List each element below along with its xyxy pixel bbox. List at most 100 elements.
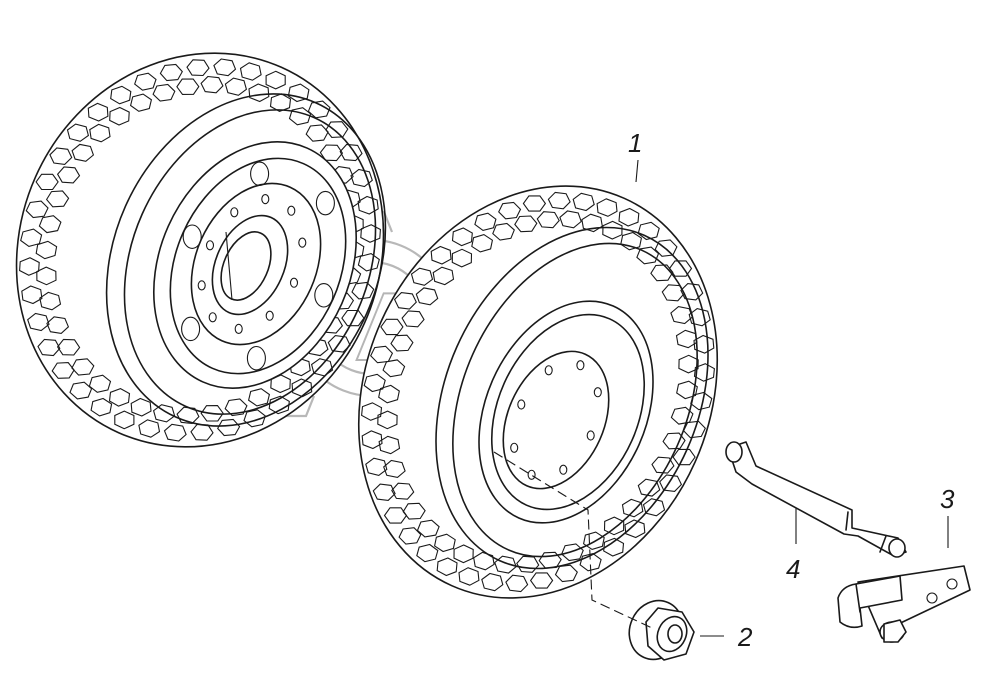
tread-block [38, 215, 62, 234]
tread-block [675, 329, 698, 349]
tread-block [383, 507, 408, 524]
tread-block [693, 363, 715, 382]
tread-block [66, 123, 90, 142]
tread-block [19, 257, 40, 276]
tread-block [357, 195, 379, 215]
tread-block [360, 224, 381, 243]
tread-block [114, 410, 135, 430]
leader-lines [493, 159, 949, 637]
tread-block [536, 211, 560, 229]
tread-block [186, 59, 210, 77]
tread-block [287, 83, 310, 103]
vent-hole [315, 190, 335, 216]
pin-part-4 [725, 441, 907, 558]
tread-block [453, 544, 474, 564]
vent-hole [181, 316, 201, 342]
tread-block [152, 83, 176, 102]
tread-block [433, 533, 456, 553]
tread-block [498, 201, 522, 220]
tread-block [436, 557, 458, 577]
tread-block [200, 405, 224, 422]
tread-block [129, 93, 153, 112]
tread-block [89, 123, 111, 143]
tread-block [391, 482, 415, 500]
tread-block [678, 354, 699, 374]
tread-block [670, 306, 693, 325]
tread-block [603, 516, 625, 536]
tread-block [108, 387, 131, 407]
tread-block [494, 555, 517, 574]
tread-block [688, 308, 711, 327]
tread-block [668, 260, 693, 277]
tread-block [265, 70, 286, 90]
tread-block [554, 564, 578, 583]
tread-block [430, 245, 452, 265]
rear-tire-tread [19, 58, 381, 442]
tread-block [492, 222, 515, 241]
tread-block [393, 292, 417, 310]
callout-1: 1 [628, 128, 642, 158]
tread-block [471, 233, 494, 253]
tread-block [239, 62, 262, 81]
tread-block [474, 212, 497, 231]
tread-block [363, 373, 386, 393]
stud-hole [261, 194, 270, 205]
front-rim [478, 300, 654, 524]
front-rim-stud-holes [510, 360, 602, 480]
tread-block [248, 83, 270, 103]
tread-block [224, 398, 248, 417]
tread-block [378, 384, 400, 404]
tread-block [637, 221, 660, 241]
tread-block [46, 316, 70, 334]
tread-block [398, 527, 422, 545]
leader-2 [493, 451, 653, 629]
tread-block [642, 498, 666, 517]
tread-block [680, 283, 704, 301]
tread-block [87, 102, 109, 122]
rear-rim-vent-holes [181, 161, 335, 371]
tread-block [351, 281, 375, 300]
vent-hole [314, 283, 334, 308]
front-tire-tread [361, 191, 715, 593]
tread-block [90, 397, 113, 417]
tread-block [370, 345, 394, 364]
tread-block [458, 567, 480, 586]
tread-block [36, 266, 57, 286]
tread-block [176, 78, 200, 95]
tread-block [27, 312, 50, 332]
tread-block [416, 519, 440, 538]
tread-block [402, 502, 426, 520]
tread-block [71, 358, 95, 376]
stud-hole [287, 205, 296, 216]
tread-block [410, 267, 434, 286]
tread-block [624, 519, 646, 539]
tread-block [451, 227, 473, 247]
callout-numbers: 1 2 3 4 [628, 128, 955, 652]
tread-block [390, 334, 414, 352]
stud-hole [230, 207, 239, 218]
tread-block [650, 264, 674, 282]
tread-block [602, 220, 623, 240]
tread-block [350, 168, 373, 188]
tread-block [217, 418, 241, 437]
tread-block [380, 318, 404, 336]
rear-rim [152, 141, 358, 389]
stud-hole [510, 442, 519, 453]
stud-hole [205, 240, 215, 251]
tread-block [378, 435, 401, 455]
tread-block [377, 410, 398, 430]
tread-block [621, 498, 644, 518]
tread-block [159, 63, 183, 82]
tread-block [676, 380, 698, 400]
tread-block [247, 388, 271, 407]
stud-hole [197, 280, 206, 291]
tread-block [572, 192, 595, 212]
wheel-nut-part-2 [628, 599, 695, 661]
tread-block [56, 338, 81, 356]
tread-block [581, 213, 603, 233]
stud-hole [234, 323, 243, 335]
tread-block [416, 543, 439, 563]
tread-block [514, 215, 538, 233]
tread-block [618, 207, 640, 227]
